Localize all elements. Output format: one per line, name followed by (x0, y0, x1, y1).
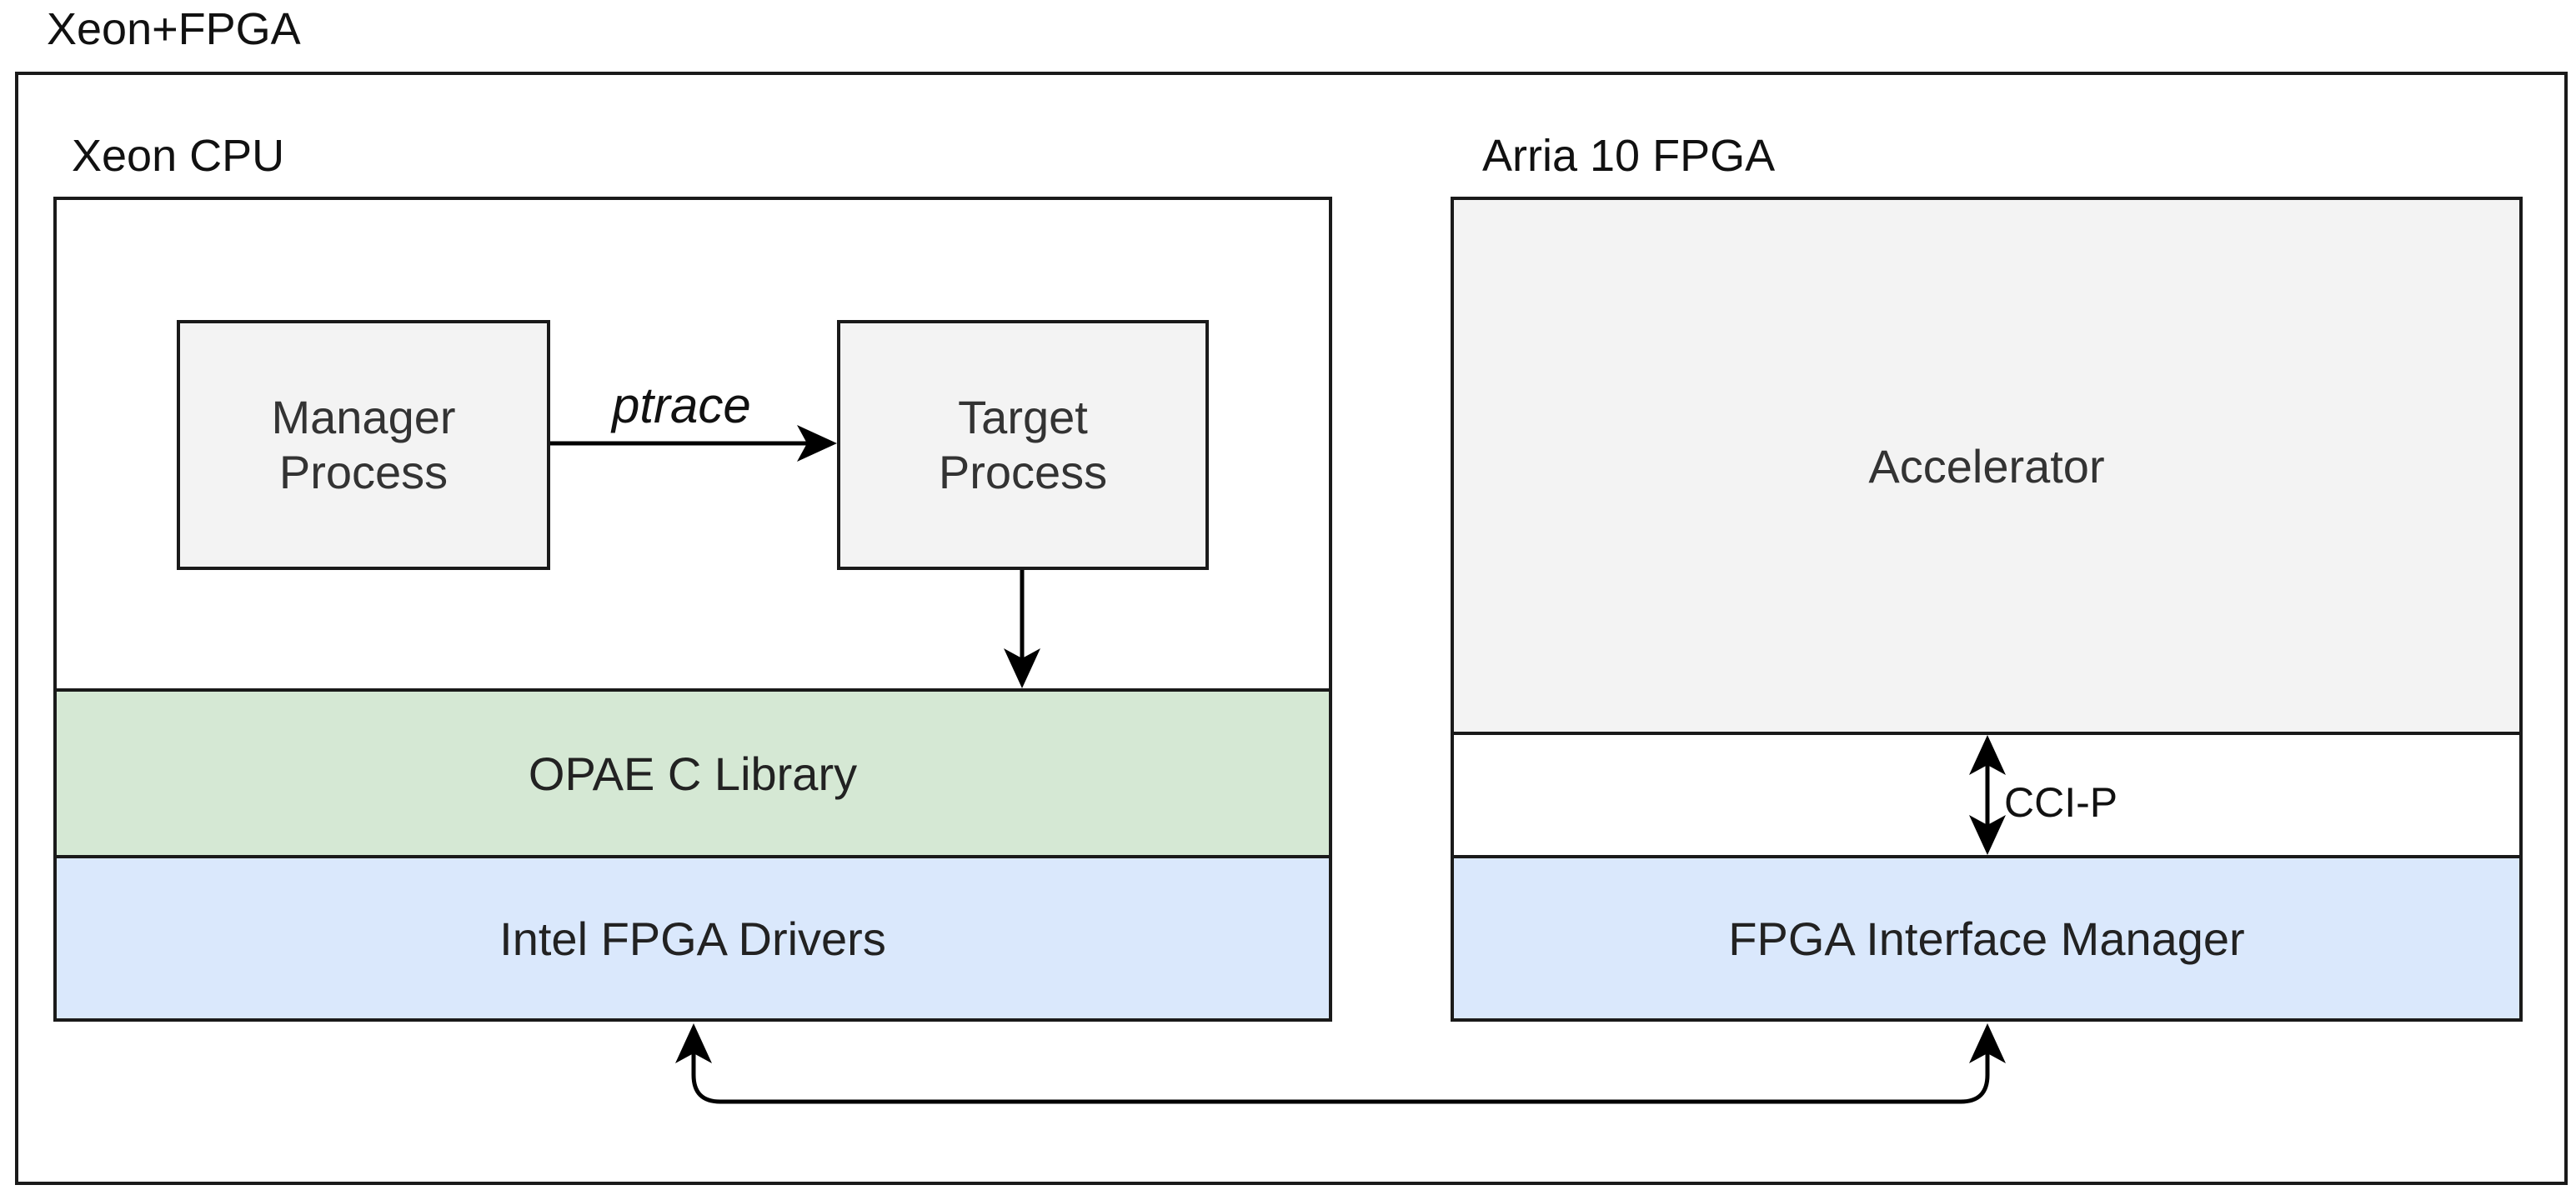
ccip-arrow (1969, 735, 2006, 855)
cpu-title: Xeon CPU (72, 131, 285, 181)
target-line1: Target (958, 390, 1088, 443)
ccip-label: CCI-P (2004, 779, 2118, 826)
opae-label: OPAE C Library (528, 747, 858, 800)
driver-fim-connector (675, 1023, 2006, 1104)
manager-process-box: Manager Process (177, 320, 550, 570)
opae-layer: OPAE C Library (53, 688, 1332, 858)
fpga-title: Arria 10 FPGA (1482, 131, 1776, 181)
ptrace-label: ptrace (612, 378, 751, 433)
ptrace-arrow (550, 425, 837, 462)
outer-frame (15, 72, 2568, 1185)
drivers-label: Intel FPGA Drivers (499, 912, 886, 965)
accelerator-box: Accelerator (1451, 197, 2523, 735)
accelerator-label: Accelerator (1868, 439, 2105, 492)
outer-title: Xeon+FPGA (47, 4, 301, 54)
target-line2: Process (938, 446, 1108, 498)
target-process-box: Target Process (837, 320, 1209, 570)
target-to-opae-arrow (1004, 570, 1040, 688)
manager-line1: Manager (271, 390, 456, 443)
drivers-layer: Intel FPGA Drivers (53, 855, 1332, 1022)
fim-layer: FPGA Interface Manager (1451, 855, 2523, 1022)
fim-label: FPGA Interface Manager (1728, 912, 2245, 965)
manager-line2: Process (278, 446, 449, 498)
